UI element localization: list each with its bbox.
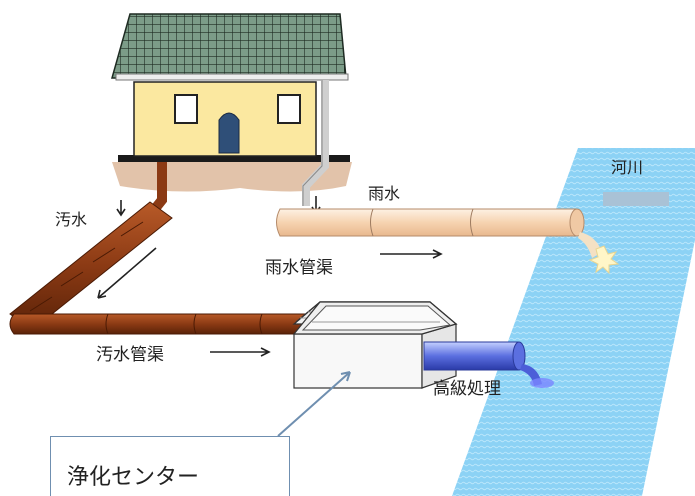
rainwater-label: 雨水 — [368, 184, 401, 203]
sewage-pipe-label: 汚水管渠 — [96, 345, 164, 365]
callout-pointer — [277, 371, 351, 437]
window-right — [277, 94, 301, 124]
storm-sewer-label: 雨水管渠 — [265, 258, 333, 278]
river-label: 河川 — [611, 158, 644, 177]
storm-outflow — [578, 232, 602, 258]
river-sign — [603, 192, 669, 206]
sewage-label: 汚水 — [55, 210, 88, 229]
sewage-pipe-arrow — [210, 347, 271, 357]
downspout — [302, 80, 329, 206]
storm-pipe — [276, 208, 577, 237]
roof — [111, 13, 347, 79]
treated-splash — [530, 378, 554, 388]
storm-pipe-mouth — [569, 208, 585, 237]
sewage-pipe-diagonal — [9, 201, 173, 331]
treated-pipe-mouth — [512, 341, 526, 371]
advanced-treatment-label: 高級処理 — [433, 379, 501, 399]
door — [218, 112, 240, 154]
window-left — [174, 94, 198, 124]
storm-flow-arrow — [380, 249, 443, 259]
sewage-flow-arrow-down — [116, 200, 126, 217]
purification-center-label: 浄化センター — [67, 465, 200, 490]
splash — [588, 245, 620, 275]
house-foundation — [118, 155, 350, 162]
ground — [112, 162, 352, 192]
treated-water-pipe — [423, 341, 519, 371]
roof-eave — [115, 73, 349, 81]
sewage-flow-arrow-diagonal — [97, 247, 157, 299]
purification-center-callout: 浄化センター — [50, 436, 290, 496]
plant-front — [293, 333, 423, 389]
sewage-pipe-horizontal — [9, 313, 323, 335]
river — [452, 148, 695, 496]
